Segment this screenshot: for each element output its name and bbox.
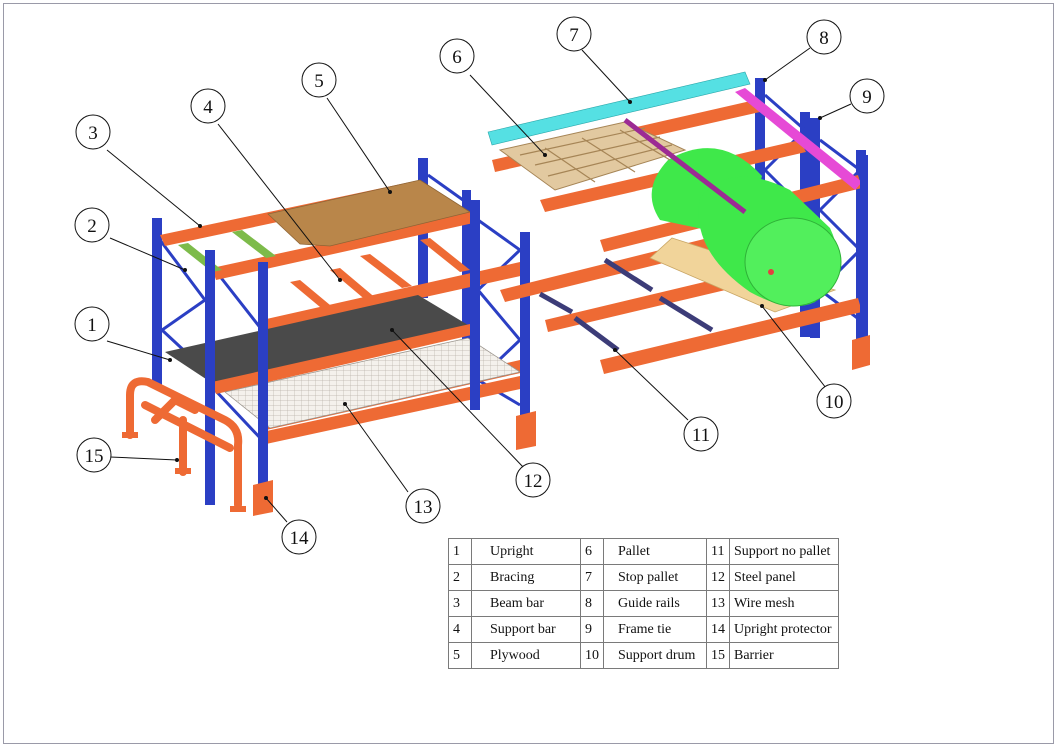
legend-number: 12 — [706, 564, 730, 591]
callout-3-label: 3 — [88, 123, 98, 144]
legend-label: Steel panel — [729, 564, 839, 591]
callout-10-label: 10 — [825, 392, 844, 413]
left-rack — [122, 158, 536, 516]
legend-label: Upright — [471, 538, 581, 565]
callout-2: 2 — [74, 207, 110, 243]
legend-label: Bracing — [471, 564, 581, 591]
legend-table: 1 Upright 6 Pallet 11 Support no pallet … — [448, 538, 839, 669]
legend-label: Frame tie — [603, 616, 707, 643]
legend-number: 2 — [448, 564, 472, 591]
callout-15: 15 — [76, 437, 112, 473]
callout-5-label: 5 — [314, 71, 324, 92]
legend-number: 5 — [448, 642, 472, 669]
callout-7: 7 — [556, 16, 592, 52]
legend-label: Pallet — [603, 538, 707, 565]
support-no-pallet-bars — [538, 257, 714, 353]
legend-number: 10 — [580, 642, 604, 669]
legend-number: 3 — [448, 590, 472, 617]
callout-1-label: 1 — [87, 315, 97, 336]
callout-8-label: 8 — [819, 28, 829, 49]
legend-label: Beam bar — [471, 590, 581, 617]
callout-3: 3 — [75, 114, 111, 150]
legend-number: 8 — [580, 590, 604, 617]
steel-panel — [165, 295, 468, 385]
frame-tie — [623, 118, 747, 214]
legend-number: 11 — [706, 538, 730, 565]
plywood-panel — [267, 179, 472, 247]
legend-number: 14 — [706, 616, 730, 643]
callout-10: 10 — [816, 383, 852, 419]
left-low-beam — [262, 376, 525, 444]
callout-6: 6 — [439, 38, 475, 74]
callout-2-label: 2 — [87, 216, 97, 237]
legend-number: 15 — [706, 642, 730, 669]
legend-number: 4 — [448, 616, 472, 643]
drums — [651, 148, 842, 307]
callout-1: 1 — [74, 306, 110, 342]
callout-14-label: 14 — [290, 528, 310, 549]
barrier-feet — [122, 432, 246, 512]
pallet — [498, 121, 687, 191]
stop-pallet — [487, 71, 751, 146]
callout-13-label: 13 — [414, 497, 433, 518]
legend-label: Support no pallet — [729, 538, 839, 565]
legend-label: Guide rails — [603, 590, 707, 617]
legend-number: 13 — [706, 590, 730, 617]
callout-11-label: 11 — [692, 425, 710, 446]
page-frame — [3, 3, 1054, 744]
legend-label: Stop pallet — [603, 564, 707, 591]
callout-12: 12 — [515, 462, 551, 498]
right-low-beams — [600, 298, 862, 374]
callout-7-label: 7 — [569, 25, 579, 46]
legend-number: 6 — [580, 538, 604, 565]
barrier — [126, 377, 243, 509]
legend-row: 2 Bracing 7 Stop pallet 12 Steel panel — [448, 564, 839, 591]
callout-4-label: 4 — [203, 97, 213, 118]
legend-number: 9 — [580, 616, 604, 643]
leader-dots — [168, 78, 822, 500]
left-rack-uprights-front — [205, 200, 530, 507]
guide-rail — [735, 88, 862, 190]
legend-number: 1 — [448, 538, 472, 565]
legend-row: 4 Support bar 9 Frame tie 14 Upright pro… — [448, 616, 839, 643]
callout-4: 4 — [190, 88, 226, 124]
callout-8: 8 — [806, 19, 842, 55]
callout-9-label: 9 — [862, 87, 872, 108]
callout-13: 13 — [405, 488, 441, 524]
upright-protectors — [253, 411, 536, 516]
callout-6-label: 6 — [452, 47, 462, 68]
leader-lines — [106, 47, 852, 523]
legend-row: 3 Beam bar 8 Guide rails 13 Wire mesh — [448, 590, 839, 617]
legend-row: 1 Upright 6 Pallet 11 Support no pallet — [448, 538, 839, 565]
legend-number: 7 — [580, 564, 604, 591]
right-upright-protector — [852, 335, 870, 370]
legend-row: 5 Plywood 10 Support drum 15 Barrier — [448, 642, 839, 669]
callout-15-label: 15 — [85, 446, 104, 467]
legend-label: Plywood — [471, 642, 581, 669]
legend-label: Barrier — [729, 642, 839, 669]
callout-14: 14 — [281, 519, 317, 555]
right-rack — [487, 71, 870, 374]
callout-12-label: 12 — [524, 471, 543, 492]
right-rack-uprights-front — [860, 155, 868, 355]
legend-label: Wire mesh — [729, 590, 839, 617]
legend-label: Support bar — [471, 616, 581, 643]
legend-label: Support drum — [603, 642, 707, 669]
legend-label: Upright protector — [729, 616, 839, 643]
callout-11: 11 — [683, 416, 719, 452]
callout-5: 5 — [301, 62, 337, 98]
callout-9: 9 — [849, 78, 885, 114]
